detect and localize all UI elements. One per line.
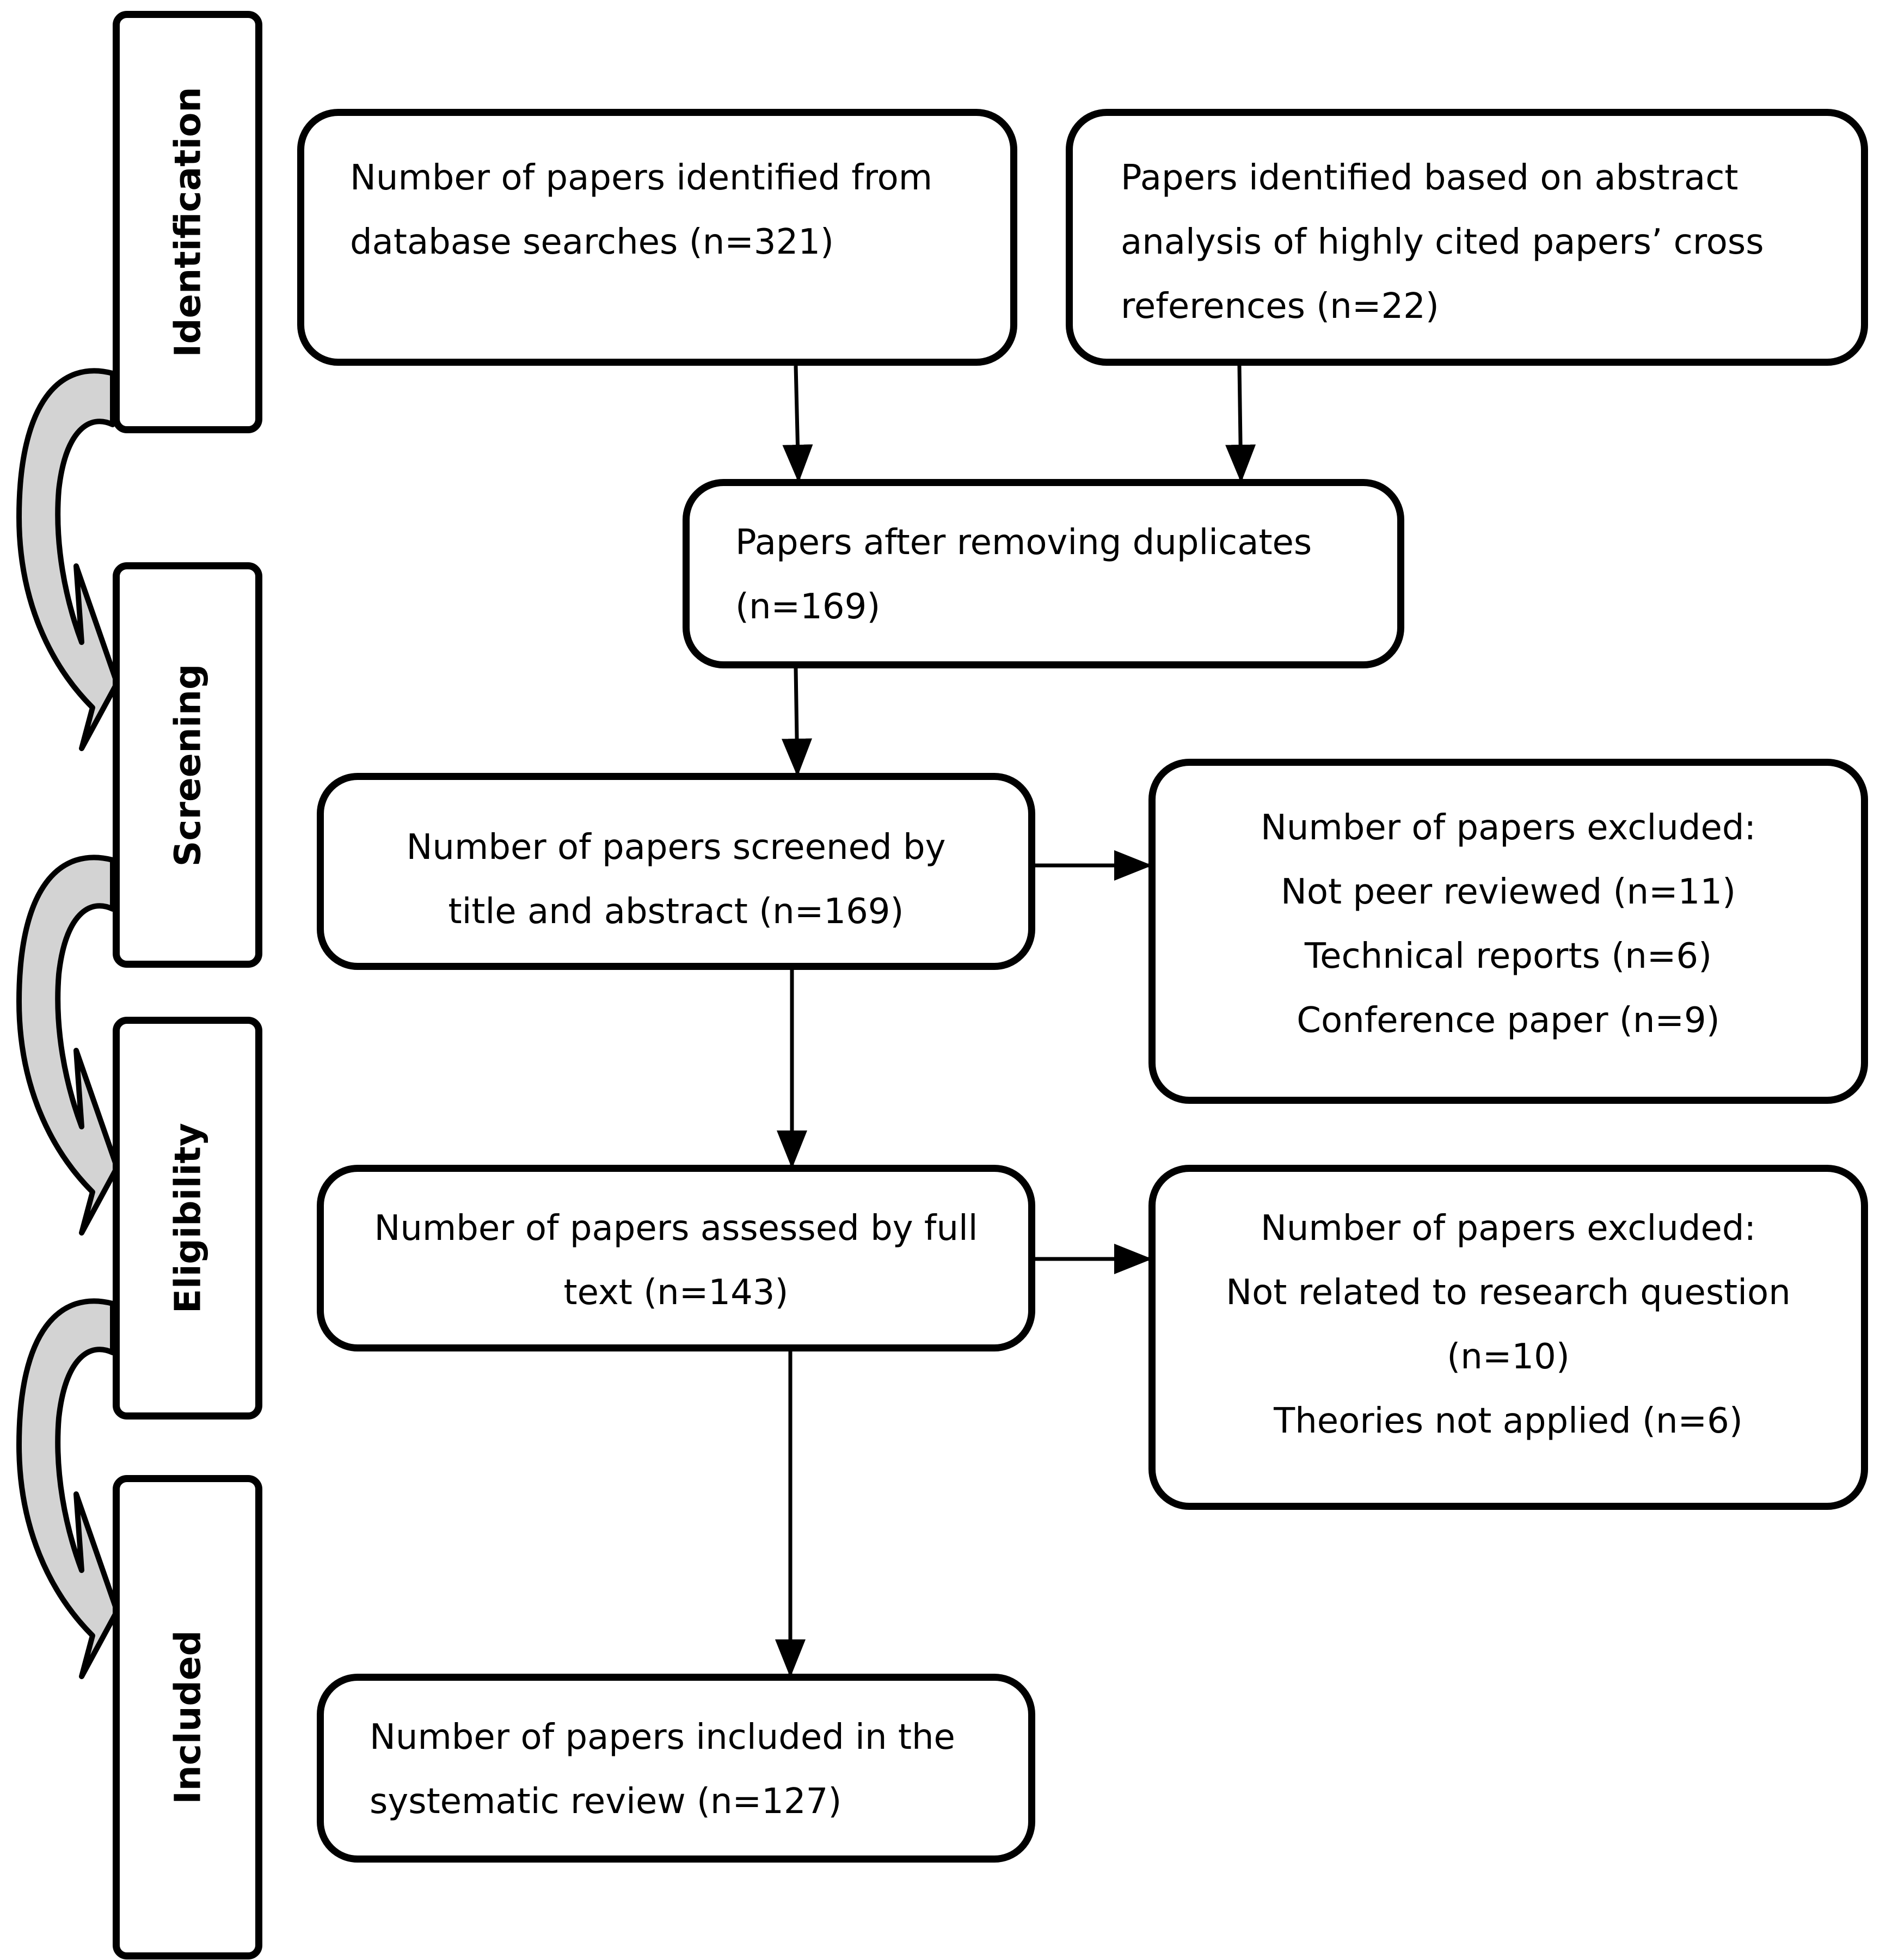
box-line: Not peer reviewed (n=11) [1280, 872, 1736, 912]
box-line: (n=169) [735, 587, 881, 627]
box-database-search: Number of papers identified from databas… [297, 109, 1017, 366]
stage-label-included: Included [167, 1630, 208, 1804]
box-line: (n=10) [1447, 1337, 1570, 1377]
box-line: references (n=22) [1121, 286, 1439, 327]
stage-eligibility: Eligibility [113, 1017, 262, 1420]
box-line: database searches (n=321) [350, 222, 834, 262]
stage-arrow-screening-to-eligibility [16, 855, 120, 1236]
box-line: Not related to research question [1226, 1273, 1791, 1313]
box-excluded-eligibility: Number of papers excluded: Not related t… [1148, 1165, 1868, 1510]
box-line: Technical reports (n=6) [1304, 936, 1712, 976]
arrow-database-to-duplicates [782, 365, 813, 483]
stage-arrow-identification-to-screening [16, 368, 120, 751]
box-line: Number of papers included in the [370, 1717, 955, 1758]
box-line: systematic review (n=127) [370, 1781, 842, 1822]
stage-label-screening: Screening [167, 663, 208, 867]
box-line: Papers after removing duplicates [735, 523, 1312, 563]
stage-arrow-eligibility-to-included [16, 1298, 120, 1679]
box-line: Conference paper (n=9) [1297, 1000, 1720, 1041]
arrow-crossref-to-duplicates [1225, 365, 1256, 483]
box-cross-references: Papers identified based on abstract anal… [1066, 109, 1868, 366]
box-line: Theories not applied (n=6) [1274, 1401, 1743, 1441]
box-line: Number of papers excluded: [1260, 1208, 1756, 1249]
stage-label-identification: Identification [167, 87, 208, 358]
stage-screening: Screening [113, 562, 262, 968]
box-after-duplicates: Papers after removing duplicates (n=169) [683, 479, 1404, 668]
stage-identification: Identification [113, 11, 262, 433]
stage-label-eligibility: Eligibility [167, 1123, 208, 1313]
arrow-duplicates-to-screened [782, 668, 813, 777]
box-line: analysis of highly cited papers’ cross [1121, 222, 1764, 262]
box-line: Number of papers assessed by full [374, 1208, 978, 1249]
stage-included: Included [113, 1475, 262, 1959]
box-screened: Number of papers screened by title and a… [317, 773, 1035, 970]
box-line: Number of papers screened by [406, 827, 946, 868]
box-line: Number of papers identified from [350, 158, 933, 198]
box-line: Papers identified based on abstract [1121, 158, 1738, 198]
box-full-text: Number of papers assessed by full text (… [317, 1165, 1035, 1351]
box-line: Number of papers excluded: [1260, 808, 1756, 848]
box-line: text (n=143) [563, 1273, 789, 1313]
box-included: Number of papers included in the systema… [317, 1674, 1035, 1863]
box-excluded-screening: Number of papers excluded: Not peer revi… [1148, 759, 1868, 1104]
box-line: title and abstract (n=169) [448, 892, 904, 932]
